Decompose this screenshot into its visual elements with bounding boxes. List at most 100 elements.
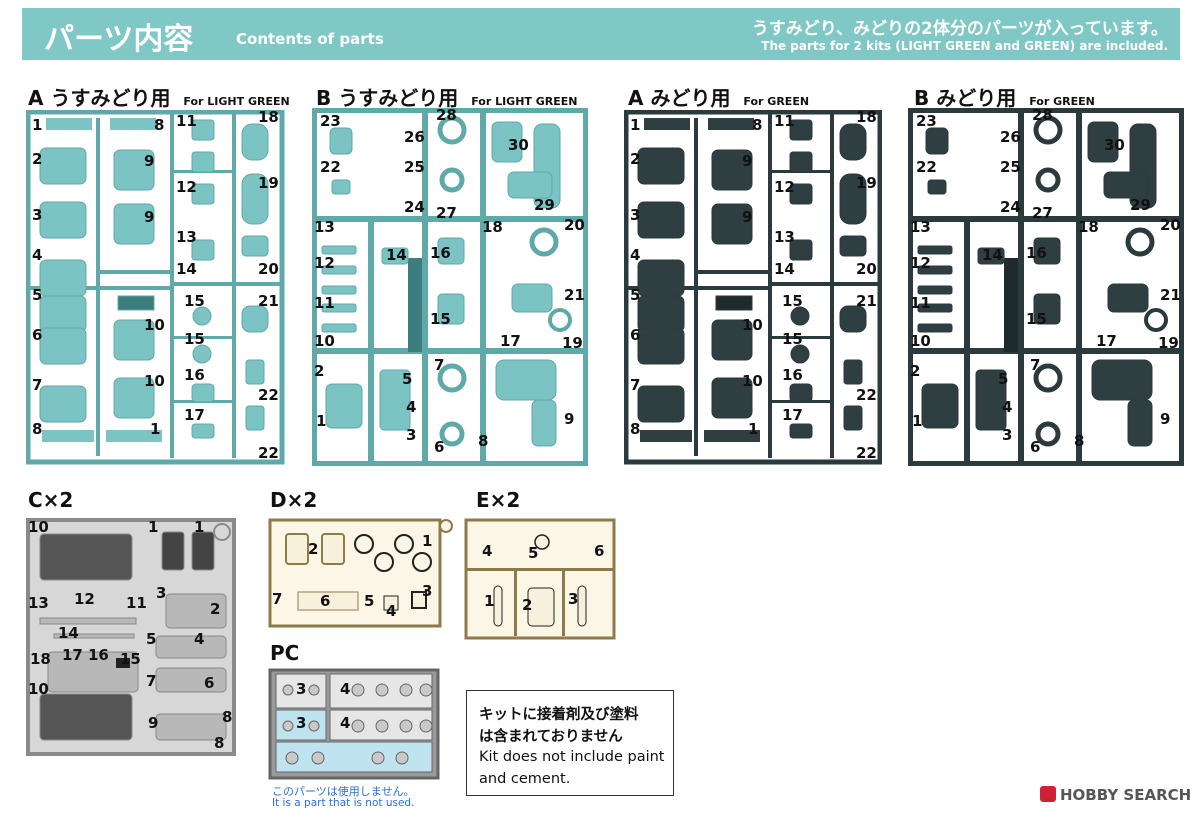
part-shape	[368, 216, 374, 352]
part-shape	[354, 534, 374, 554]
part-shape	[511, 283, 553, 313]
part-number: 8	[154, 116, 165, 134]
part-number: 18	[30, 650, 51, 668]
part-shape	[321, 265, 357, 275]
part-shape	[39, 533, 133, 581]
part-number: 15	[184, 292, 205, 310]
part-number: 1	[748, 420, 759, 438]
part-number: 5	[528, 544, 539, 562]
part-shape	[422, 110, 428, 220]
part-shape	[839, 235, 867, 257]
part-number: 29	[534, 196, 555, 214]
part-shape	[191, 239, 215, 261]
note-line-1: キットに接着剤及び塗料	[479, 707, 639, 723]
part-number: 14	[58, 624, 79, 642]
part-number: 13	[774, 228, 795, 246]
part-number: 16	[88, 646, 109, 664]
part-number: 3	[296, 714, 307, 732]
part-number: 6	[32, 326, 43, 344]
part-number: 21	[564, 286, 585, 304]
part-number: 2	[32, 150, 43, 168]
part-number: 8	[478, 432, 489, 450]
part-shape	[1125, 227, 1155, 257]
part-shape	[308, 720, 320, 732]
part-number: 30	[508, 136, 529, 154]
part-number: 23	[916, 112, 937, 130]
part-shape	[275, 741, 433, 773]
part-shape	[529, 227, 559, 257]
part-shape	[548, 308, 572, 332]
part-number: 10	[144, 372, 165, 390]
part-shape	[480, 110, 486, 462]
part-number: 14	[176, 260, 197, 278]
part-shape	[917, 245, 953, 255]
part-shape	[419, 683, 433, 697]
part-number: 28	[1032, 106, 1053, 124]
part-shape	[507, 171, 553, 199]
part-shape	[312, 216, 588, 222]
part-number: 16	[430, 244, 451, 262]
part-shape	[172, 336, 232, 339]
part-shape	[917, 323, 953, 333]
part-shape	[514, 570, 517, 636]
part-number: 3	[156, 584, 167, 602]
part-shape	[711, 319, 753, 361]
part-number: 2	[314, 362, 325, 380]
part-shape	[371, 751, 385, 765]
part-shape	[917, 265, 953, 275]
part-shape	[1033, 293, 1061, 325]
part-number: 20	[564, 216, 585, 234]
part-shape	[1018, 110, 1024, 220]
part-shape	[113, 203, 155, 245]
part-shape	[331, 179, 351, 195]
part-number: 27	[436, 204, 457, 222]
part-number: 24	[1000, 198, 1021, 216]
part-shape	[285, 751, 299, 765]
runner-name: うすみどり用	[50, 86, 171, 110]
part-number: 1	[194, 518, 205, 536]
runner-drawing	[268, 518, 453, 628]
part-shape	[241, 305, 269, 333]
part-shape	[191, 183, 215, 205]
part-shape	[53, 633, 135, 639]
runner-e-label: E×2	[476, 488, 521, 512]
runner-drawing	[268, 668, 440, 780]
part-shape	[375, 683, 389, 697]
part-shape	[381, 247, 409, 265]
part-number: 8	[214, 734, 225, 752]
part-number: 17	[62, 646, 83, 664]
part-number: 1	[316, 412, 327, 430]
part-number: 12	[910, 254, 931, 272]
part-shape	[321, 245, 357, 255]
part-number: 21	[856, 292, 877, 310]
part-shape	[282, 684, 294, 696]
part-number: 2	[210, 600, 221, 618]
part-shape	[383, 595, 399, 611]
part-shape	[964, 216, 970, 352]
logo-icon	[1040, 786, 1056, 802]
part-shape	[711, 149, 753, 191]
runner-drawing	[624, 110, 882, 465]
part-shape	[39, 295, 87, 333]
part-number: 22	[856, 386, 877, 404]
part-shape	[374, 552, 394, 572]
part-shape	[47, 651, 139, 693]
runner-drawing	[908, 108, 1184, 466]
runner-a-green-label: A みどり用 For GREEN	[628, 82, 809, 111]
part-shape	[106, 430, 162, 442]
part-number: 2	[522, 596, 533, 614]
part-shape	[1004, 258, 1018, 352]
part-number: 25	[1000, 158, 1021, 176]
part-shape	[839, 305, 867, 333]
runner-a-light-label: A うすみどり用 For LIGHT GREEN	[28, 82, 290, 111]
part-number: 10	[742, 316, 763, 334]
part-number: 12	[74, 590, 95, 608]
runner-name: うすみどり用	[338, 86, 459, 110]
part-shape	[321, 285, 357, 295]
part-shape	[789, 383, 813, 403]
part-number: 17	[782, 406, 803, 424]
part-number: 16	[1026, 244, 1047, 262]
part-number: 4	[406, 398, 417, 416]
part-number: 19	[856, 174, 877, 192]
